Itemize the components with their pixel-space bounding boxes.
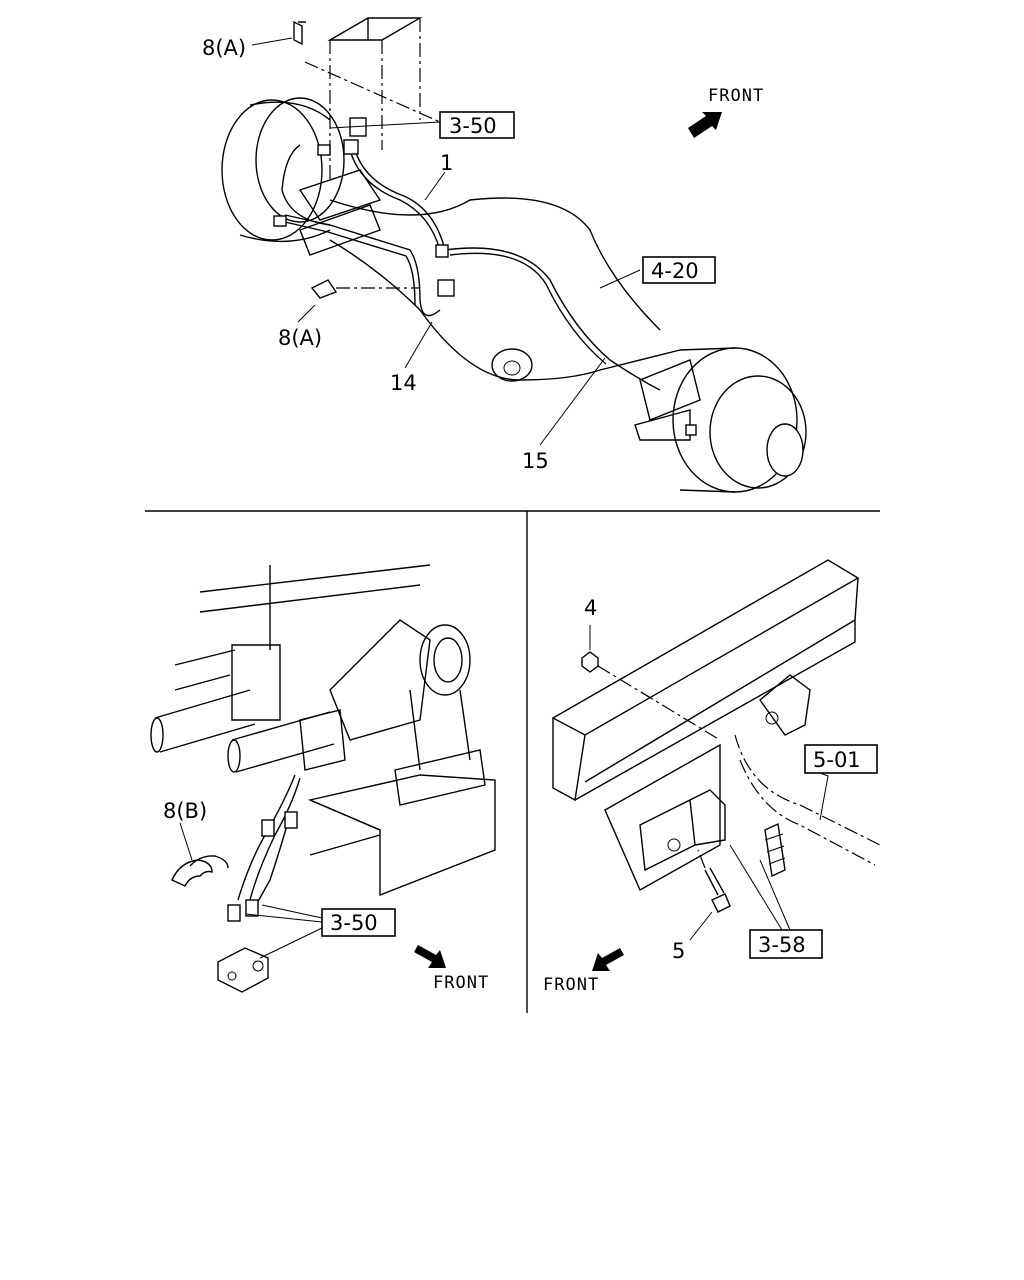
- label-clip-8a-upper: 8(A): [202, 36, 246, 60]
- ref-4-20: 4-20: [651, 259, 699, 283]
- ref-box-4-20: [642, 256, 716, 284]
- front-arrow-icon: [688, 112, 722, 138]
- lower-left-panel-connector: 8(B) 3-50 FRONT: [150, 564, 496, 993]
- label-front-top: FRONT: [708, 86, 764, 106]
- label-front-right: FRONT: [543, 975, 599, 995]
- label-pipe-15: 15: [522, 449, 549, 473]
- ref-box-3-58: [749, 929, 823, 959]
- label-front-left: FRONT: [433, 973, 489, 993]
- ref-box-5-01: [804, 744, 878, 774]
- label-clip-8b: 8(B): [163, 799, 207, 823]
- ref-3-50-top: 3-50: [449, 114, 497, 138]
- label-pipe-1: 1: [440, 151, 453, 175]
- label-bolt-5: 5: [672, 939, 685, 963]
- ref-box-3-50-top: [439, 111, 515, 139]
- label-clip-8a-lower: 8(A): [278, 326, 322, 350]
- label-nut-4: 4: [584, 596, 597, 620]
- front-arrow-icon: [414, 945, 446, 968]
- label-pipe-14: 14: [390, 371, 417, 395]
- front-arrow-icon: [592, 948, 624, 971]
- lower-right-panel-bracket: 4 5 5-01 3-58 FRONT: [543, 559, 881, 995]
- ref-3-58: 3-58: [758, 933, 806, 957]
- ref-box-3-50-left: [321, 908, 396, 937]
- ref-5-01: 5-01: [813, 748, 861, 772]
- ref-3-50-left: 3-50: [330, 911, 378, 935]
- top-panel-axle-assembly: 8(A) 8(A) 1 14 15 3-50 4-20 FRONT: [202, 17, 807, 493]
